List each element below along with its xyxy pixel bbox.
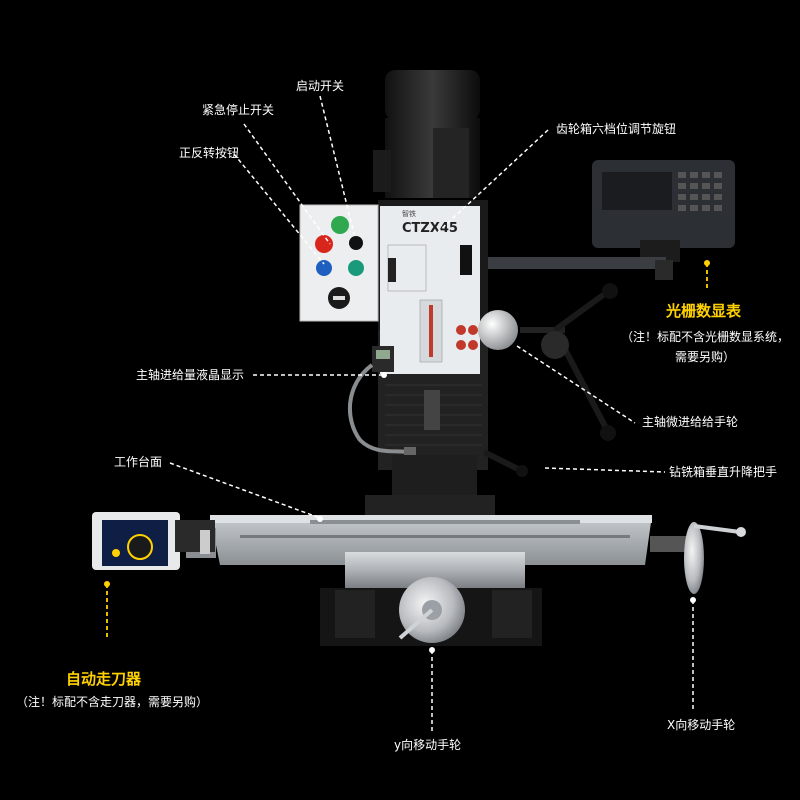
leader-emergency-stop [243, 123, 331, 245]
label-spindle-lcd: 主轴进给量液晶显示 [136, 368, 245, 382]
head-panel: CTZX45 智铁 [372, 206, 480, 374]
label-worktable: 工作台面 [114, 455, 163, 469]
model-text: CTZX45 [402, 221, 458, 236]
label-gearbox-knob: 齿轮箱六档位调节旋钮 [556, 122, 677, 136]
reverse-button[interactable] [348, 260, 364, 276]
start-button[interactable] [331, 216, 349, 234]
label-power-feed-note: （注！标配不含走刀器，需要另购） [16, 695, 209, 709]
forward-button[interactable] [316, 260, 332, 276]
label-fine-feed: 主轴微进给给手轮 [642, 415, 739, 429]
emergency-stop-button[interactable] [315, 235, 333, 253]
label-y-handwheel: y向移动手轮 [394, 738, 462, 752]
stop-button[interactable] [349, 236, 363, 250]
y-handwheel[interactable] [398, 577, 465, 643]
x-handwheel[interactable] [684, 522, 746, 594]
control-box [299, 204, 379, 322]
leader-worktable [169, 462, 321, 519]
label-dro-note-2: 需要另购） [675, 350, 736, 364]
label-lift-handle: 钻铣箱垂直升降把手 [669, 465, 778, 479]
label-emergency-stop: 紧急停止开关 [202, 103, 275, 117]
leader-fine-feed [516, 345, 636, 424]
brand-text: 智铁 [402, 209, 416, 218]
gearbox-knob-lever[interactable] [388, 258, 396, 282]
feed-handwheels[interactable] [478, 283, 618, 477]
label-dro-note-1: （注！标配不含光栅数显系统， [621, 330, 790, 344]
work-lamp [347, 363, 409, 454]
leader-dots [104, 260, 710, 653]
dro-unit [488, 160, 735, 280]
leader-lines [169, 95, 694, 733]
label-start-switch: 启动开关 [296, 79, 345, 93]
yellow-leader-lines [106, 263, 708, 640]
label-dro-title: 光栅数显表 [666, 302, 742, 320]
power-feed-unit[interactable] [92, 512, 215, 570]
leader-start-switch [319, 95, 355, 235]
worktable [186, 515, 695, 565]
leader-lift-handle [544, 467, 666, 473]
label-x-handwheel: X向移动手轮 [667, 718, 736, 732]
motor [373, 70, 480, 198]
label-fwd-rev-button: 正反转按钮 [179, 146, 240, 160]
label-power-feed-title: 自动走刀器 [66, 670, 142, 688]
spindle [424, 390, 440, 430]
leader-fwd-rev [233, 153, 325, 265]
